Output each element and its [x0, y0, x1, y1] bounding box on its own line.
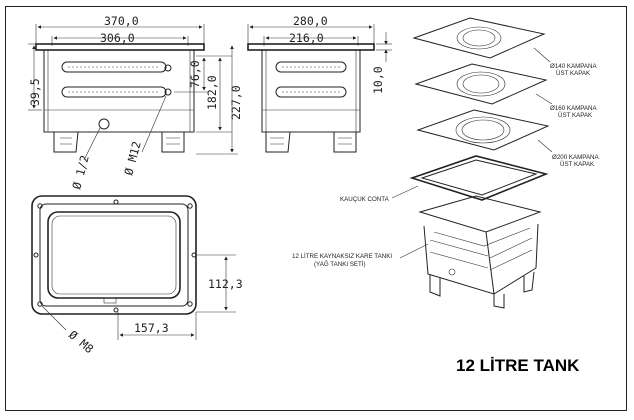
hole-callout: Ø M8: [66, 328, 96, 357]
front-total-height-dim: 227,0: [229, 85, 243, 120]
front-width-inner-dim: 306,0: [100, 31, 135, 45]
cover-160-label: Ø160 KAMPANA: [550, 105, 598, 112]
exploded-view: Ø140 KAMPANA ÜST KAPAK Ø160 KAMPANA ÜST …: [292, 17, 600, 309]
front-mid-height-dim: 182,0: [205, 75, 219, 110]
front-slot-height-dim: 76,0: [188, 60, 202, 88]
cover-plate-200: [416, 109, 550, 151]
cover-200-sublabel: ÜST KAPAK: [560, 161, 595, 168]
rubber-gasket: [409, 155, 549, 201]
tank-body: [418, 195, 542, 309]
top-half-width-dim: 157,3: [134, 321, 169, 335]
side-width-outer-dim: 280,0: [293, 14, 328, 28]
tank-label-line1: 12 LİTRE KAYNAKSIZ KARE TANKI: [292, 253, 392, 260]
gasket-label: KAUÇUK CONTA: [340, 196, 390, 203]
front-width-outer-dim: 370,0: [104, 14, 139, 28]
side-width-inner-dim: 216,0: [289, 31, 324, 45]
front-top-height-dim: 39,5: [28, 78, 42, 106]
front-view: 370,0 306,0 76,0 182,0: [28, 14, 243, 191]
cover-plate-160: [414, 63, 548, 105]
bolt-callout: Ø M12: [121, 140, 143, 177]
fitting-callout: Ø 1/2: [69, 154, 91, 191]
cover-200-label: Ø200 KAMPANA: [552, 154, 600, 161]
drawing-title: 12 LİTRE TANK: [456, 356, 580, 375]
side-view: 280,0 216,0 10,0: [247, 14, 392, 153]
cover-140-label: Ø140 KAMPANA: [550, 63, 598, 70]
cover-140-sublabel: ÜST KAPAK: [556, 70, 591, 77]
cover-plate-140: [412, 17, 546, 59]
drawing-frame: [5, 6, 627, 411]
side-flange-dim: 10,0: [371, 66, 385, 94]
top-half-height-dim: 112,3: [208, 277, 243, 291]
tank-label-line2: (YAĞ TANKI SETİ): [314, 261, 366, 268]
top-view: 157,3 112,3 Ø M8: [31, 195, 243, 357]
cover-160-sublabel: ÜST KAPAK: [558, 112, 593, 119]
